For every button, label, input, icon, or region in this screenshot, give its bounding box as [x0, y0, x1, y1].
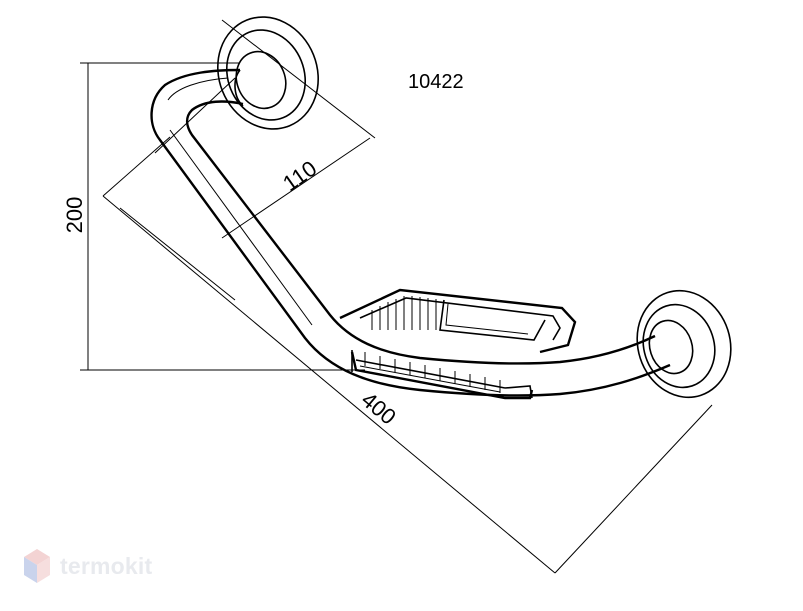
dimension-lines	[80, 19, 713, 574]
height-dimension-label: 200	[62, 197, 87, 234]
left-wall-flange	[217, 16, 319, 130]
depth-dimension-label: 110	[278, 156, 321, 197]
grab-bar	[150, 68, 671, 397]
right-wall-flange	[636, 289, 732, 399]
termokit-logo-icon	[24, 549, 50, 583]
soap-basket	[339, 288, 577, 400]
brand-watermark: termokit	[22, 546, 152, 586]
brand-name: termokit	[60, 552, 153, 579]
product-code: 10422	[408, 71, 464, 93]
length-dimension-label: 400	[357, 387, 401, 430]
